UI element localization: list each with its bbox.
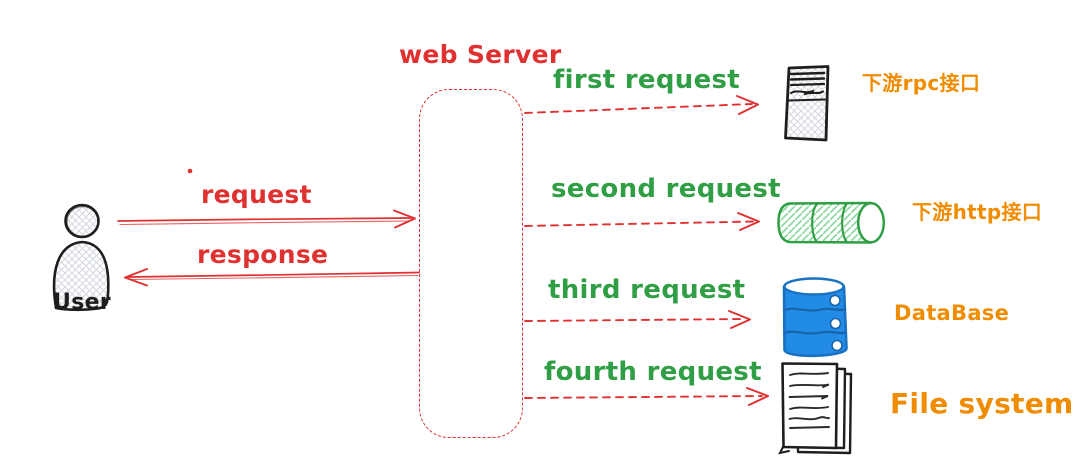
fourth-request-label: fourth request — [544, 357, 762, 387]
third-request-arrow — [524, 310, 751, 329]
stray-dot — [187, 168, 193, 174]
second-request-arrow — [524, 212, 760, 231]
downstream-rpc-label: 下游rpc接口 — [862, 71, 981, 95]
database-label: DataBase — [894, 301, 1010, 325]
file-system-label: File system — [890, 387, 1074, 420]
first-request-label: first request — [553, 65, 741, 95]
response-arrow — [124, 268, 420, 287]
request-label: request — [201, 180, 312, 209]
second-request-label: second request — [551, 174, 781, 204]
pipe-cylinder-icon — [777, 201, 886, 244]
user-label: User — [53, 290, 111, 315]
downstream-http-label: 下游http接口 — [912, 200, 1043, 224]
server-rack-icon — [784, 65, 830, 142]
file-stack-icon — [778, 362, 853, 455]
third-request-label: third request — [548, 275, 746, 305]
request-arrow — [117, 209, 416, 229]
database-icon — [782, 277, 848, 358]
web-server-box — [419, 89, 523, 438]
first-request-arrow — [524, 95, 759, 115]
response-label: response — [197, 240, 329, 269]
fourth-request-arrow — [524, 387, 769, 406]
web-server-label: web Server — [399, 40, 562, 69]
user-icon — [52, 203, 110, 312]
